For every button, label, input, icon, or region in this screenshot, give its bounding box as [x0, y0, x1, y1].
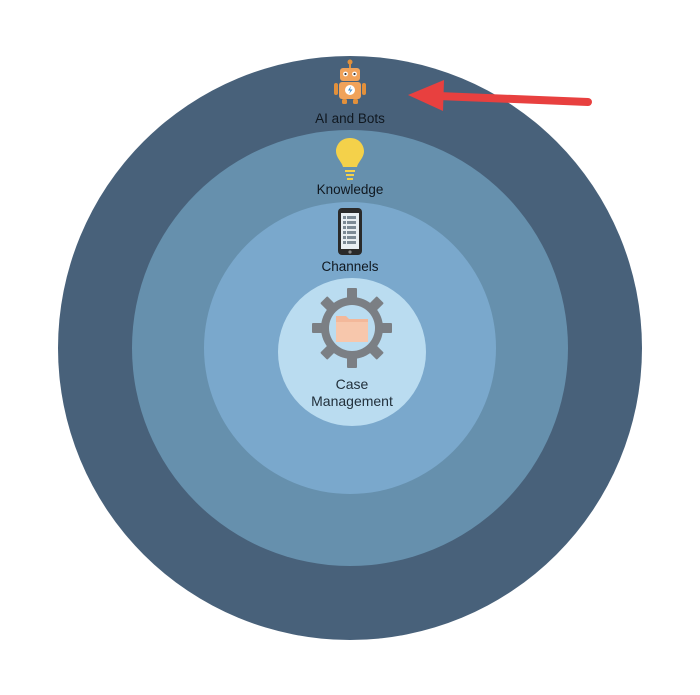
red-arrow-icon [408, 80, 592, 111]
ring-label-knowledge: Knowledge [317, 182, 384, 197]
robot-icon [334, 59, 366, 104]
lightbulb-icon [336, 138, 364, 180]
gear-folder-icon [312, 288, 392, 368]
ring-label-ai-and-bots: AI and Bots [315, 111, 385, 126]
ring-label-channels: Channels [321, 259, 378, 274]
ring-label-management: Management [311, 393, 393, 409]
phone-icon [338, 208, 362, 255]
ring-label-case: Case [336, 376, 369, 392]
